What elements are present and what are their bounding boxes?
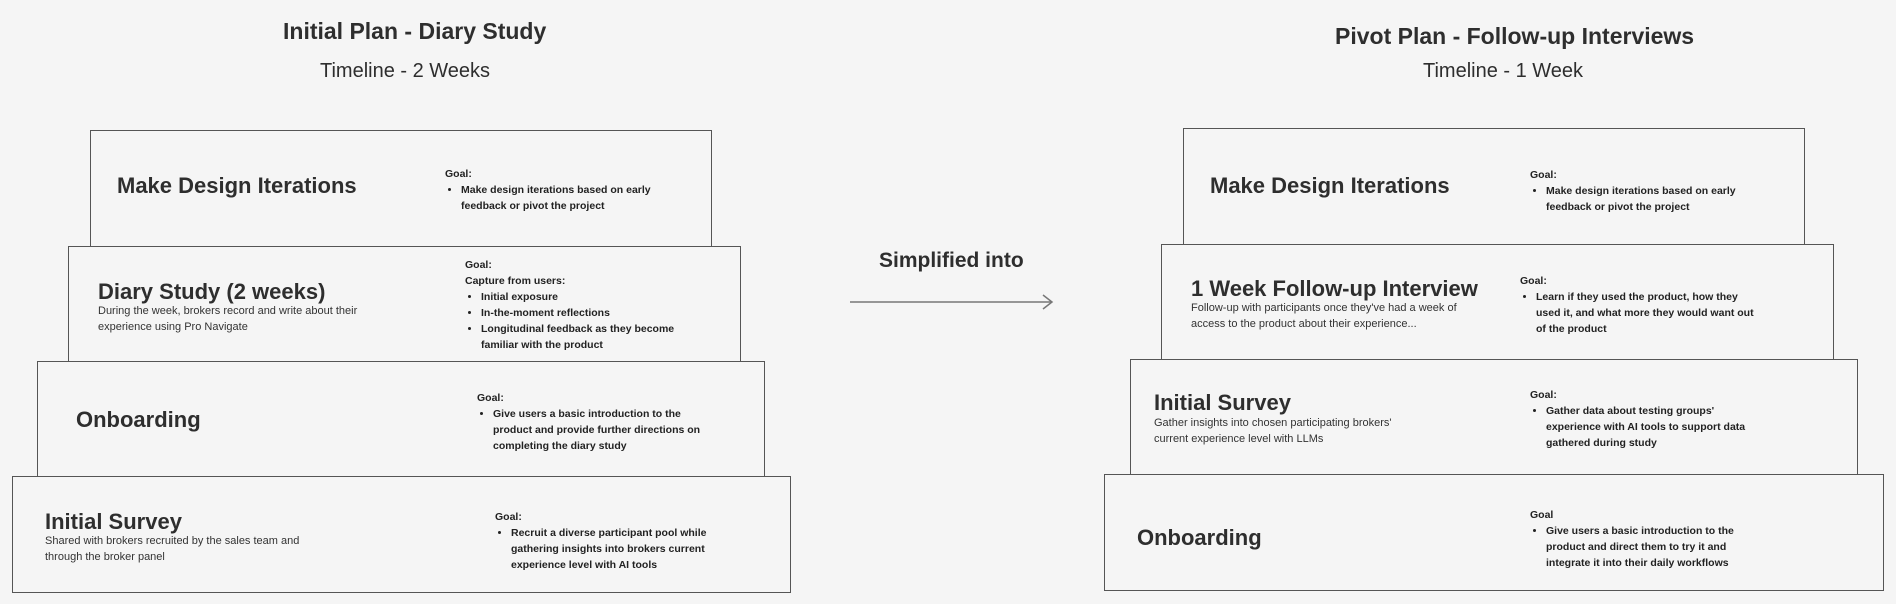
goal-bullet: In-the-moment reflections (481, 305, 695, 321)
left-title: Initial Plan - Diary Study (283, 18, 547, 44)
step-title: Initial Survey (45, 509, 182, 534)
step-description: Gather insights into chosen participatin… (1154, 417, 1392, 445)
left-step-design-iterations: Make Design Iterations Goal: Make design… (90, 130, 712, 248)
goal-bullet: Initial exposure (481, 289, 695, 305)
step-title: Make Design Iterations (117, 173, 357, 198)
step-goal: Goal: Make design iterations based on ea… (445, 166, 665, 214)
goal-heading: Goal (1530, 509, 1554, 521)
goal-heading: Goal: (1520, 275, 1547, 287)
right-step-onboarding: Onboarding Goal Give users a basic intro… (1104, 474, 1884, 591)
step-title: Onboarding (76, 407, 201, 432)
right-timeline: Timeline - 1 Week (1423, 60, 1584, 82)
step-description: Follow-up with participants once they've… (1191, 302, 1457, 330)
step-description: Shared with brokers recruited by the sal… (45, 535, 300, 563)
right-step-design-iterations: Make Design Iterations Goal: Make design… (1183, 128, 1805, 246)
left-step-diary-study: Diary Study (2 weeks) During the week, b… (68, 246, 741, 364)
goal-list: Make design iterations based on early fe… (1530, 183, 1750, 215)
goal-heading: Goal: (445, 168, 472, 180)
goal-heading: Goal: (1530, 169, 1557, 181)
step-goal: Goal Give users a basic introduction to … (1530, 507, 1755, 571)
goal-heading: Goal: (465, 259, 492, 271)
step-description: During the week, brokers record and writ… (98, 305, 358, 333)
goal-list: Recruit a diverse participant pool while… (495, 525, 725, 573)
step-goal: Goal: Gather data about testing groups' … (1530, 387, 1755, 451)
goal-subheading: Capture from users: (465, 275, 566, 287)
goal-list: Give users a basic introduction to the p… (477, 406, 702, 454)
goal-bullet: Recruit a diverse participant pool while… (511, 525, 725, 573)
step-title: Diary Study (2 weeks) (98, 279, 326, 304)
goal-list: Initial exposure In-the-moment reflectio… (465, 289, 695, 353)
left-step-initial-survey: Initial Survey Shared with brokers recru… (12, 476, 791, 593)
goal-bullet: Longitudinal feedback as they become fam… (481, 321, 695, 353)
goal-bullet: Make design iterations based on early fe… (461, 182, 665, 214)
step-goal: Goal: Make design iterations based on ea… (1530, 167, 1750, 215)
step-title: 1 Week Follow-up Interview (1191, 276, 1478, 301)
goal-bullet: Give users a basic introduction to the p… (1546, 523, 1755, 571)
goal-bullet: Learn if they used the product, how they… (1536, 289, 1760, 337)
goal-list: Learn if they used the product, how they… (1520, 289, 1760, 337)
step-title: Onboarding (1137, 525, 1262, 550)
goal-bullet: Make design iterations based on early fe… (1546, 183, 1750, 215)
right-step-initial-survey: Initial Survey Gather insights into chos… (1130, 359, 1858, 476)
goal-bullet: Gather data about testing groups' experi… (1546, 403, 1755, 451)
step-goal: Goal: Learn if they used the product, ho… (1520, 273, 1760, 337)
goal-list: Give users a basic introduction to the p… (1530, 523, 1755, 571)
step-title: Make Design Iterations (1210, 173, 1450, 198)
step-goal: Goal: Capture from users: Initial exposu… (465, 257, 695, 353)
step-title: Initial Survey (1154, 390, 1291, 415)
goal-heading: Goal: (1530, 389, 1557, 401)
goal-list: Gather data about testing groups' experi… (1530, 403, 1755, 451)
right-step-follow-up-interview: 1 Week Follow-up Interview Follow-up wit… (1161, 244, 1834, 361)
left-step-onboarding: Onboarding Goal: Give users a basic intr… (37, 361, 765, 479)
step-goal: Goal: Give users a basic introduction to… (477, 390, 702, 454)
right-arrow-icon (850, 294, 1054, 310)
right-title: Pivot Plan - Follow-up Interviews (1335, 23, 1695, 49)
goal-heading: Goal: (477, 392, 504, 404)
goal-bullet: Give users a basic introduction to the p… (493, 406, 702, 454)
simplified-into-label: Simplified into (879, 249, 1024, 272)
goal-heading: Goal: (495, 511, 522, 523)
step-goal: Goal: Recruit a diverse participant pool… (495, 509, 725, 573)
left-timeline: Timeline - 2 Weeks (320, 60, 491, 82)
goal-list: Make design iterations based on early fe… (445, 182, 665, 214)
